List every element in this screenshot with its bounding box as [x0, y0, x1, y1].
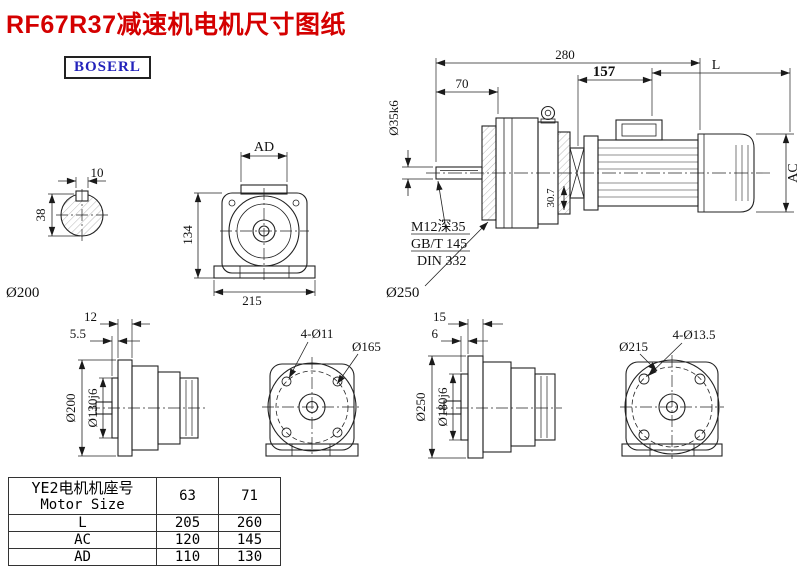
label-dia-200: Ø200: [6, 285, 39, 301]
dim-dia-180j6: Ø180j6: [435, 387, 450, 427]
dim-5-5: 5.5: [70, 326, 86, 341]
label-holes-63: 4-Ø11: [301, 326, 334, 341]
table-cell: 205: [156, 514, 219, 532]
dim-key-width: 10: [91, 165, 104, 180]
dim-38: 38: [33, 209, 48, 222]
label-din-332: DIN 332: [417, 254, 466, 269]
frame71-front-view: [620, 342, 724, 459]
dim-215: 215: [242, 293, 262, 308]
dim-ac: AC: [786, 163, 800, 182]
table-cell: 110: [156, 548, 219, 566]
dim-134: 134: [180, 225, 195, 245]
frame71-side-view: [428, 319, 562, 459]
table-header-cn: YE2电机机座号: [31, 479, 134, 497]
assembly-view: [402, 58, 794, 287]
table-cell: 145: [218, 531, 281, 549]
page-title: RF67R37减速机电机尺寸图纸: [6, 11, 346, 39]
table-header-cell: YE2电机机座号 Motor Size: [8, 477, 157, 515]
shaft-section-view: [48, 177, 108, 241]
table-cell: 130: [218, 548, 281, 566]
table-row-label: L: [8, 514, 157, 532]
label-tap-spec: M12深35: [411, 219, 465, 235]
table-row-label: AD: [8, 548, 157, 566]
label-bolt-circle-63: Ø165: [352, 339, 381, 354]
dim-l: L: [712, 58, 721, 73]
label-bolt-circle-71: Ø215: [619, 339, 648, 354]
frame63-front-view: [262, 341, 362, 457]
table-col-63: 63: [156, 477, 219, 515]
dim-dia-250: Ø250: [413, 393, 428, 422]
dim-dia-130j6: Ø130j6: [85, 388, 100, 428]
label-holes-71: 4-Ø13.5: [673, 327, 716, 342]
dim-157: 157: [593, 64, 616, 80]
table-cell: 260: [218, 514, 281, 532]
table-cell: 120: [156, 531, 219, 549]
dim-280: 280: [555, 47, 575, 62]
gearbox-front-view: [194, 152, 316, 296]
table-header-en: Motor Size: [40, 497, 125, 513]
frame63-side-view: [78, 319, 206, 457]
spec-table: YE2电机机座号 Motor Size 63 71 L 205 260 AC 1…: [8, 477, 281, 566]
dim-30-7: 30.7: [545, 188, 557, 208]
dim-ad: AD: [254, 140, 274, 155]
dim-6: 6: [432, 326, 439, 341]
table-row-label: AC: [8, 531, 157, 549]
brand-logo: BOSERL: [64, 56, 151, 79]
table-col-71: 71: [218, 477, 281, 515]
dim-70: 70: [456, 76, 469, 91]
dim-shaft-dia: Ø35k6: [386, 100, 401, 136]
label-gbt-145: GB/T 145: [411, 237, 467, 252]
dim-dia-200: Ø200: [63, 394, 78, 423]
dim-12: 12: [84, 309, 97, 324]
label-dia-250: Ø250: [386, 285, 419, 301]
dim-15: 15: [433, 309, 446, 324]
